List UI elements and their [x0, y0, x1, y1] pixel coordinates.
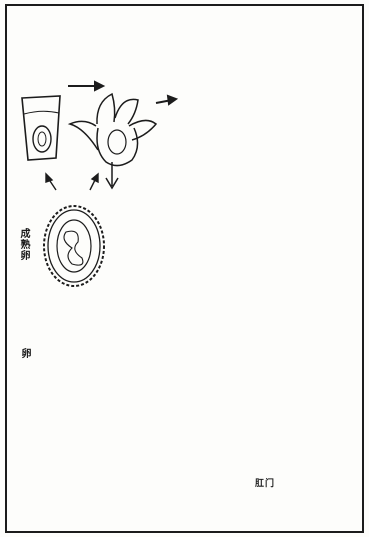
page-border	[6, 5, 363, 532]
egg-stage-lower-label: 卵	[17, 348, 32, 359]
arrow-icon	[156, 96, 176, 104]
water-glass-icon	[22, 96, 60, 160]
arrow-icon	[46, 174, 98, 190]
egg-icon	[44, 206, 104, 286]
anus-label: 肛门	[255, 476, 275, 489]
arrow-icon	[68, 82, 103, 90]
vegetable-icon	[70, 94, 156, 188]
egg-stage-upper-label: 成熟卵	[16, 228, 31, 261]
